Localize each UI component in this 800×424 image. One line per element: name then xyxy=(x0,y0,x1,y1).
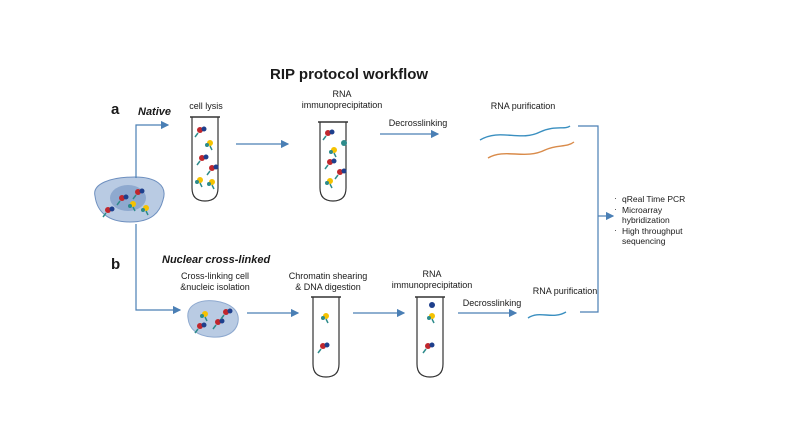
section-b-name: Nuclear cross-linked xyxy=(162,254,271,266)
diagram-title: RIP protocol workflow xyxy=(270,66,429,83)
branch-arrow-native xyxy=(135,120,170,178)
output-item: qReal Time PCR xyxy=(614,193,685,205)
rna-strand-blue xyxy=(479,125,571,141)
label-b-ip-line1: RNA xyxy=(422,269,442,279)
section-a-name: Native xyxy=(138,106,172,118)
section-b-letter: b xyxy=(111,256,121,273)
test-tube-lysis xyxy=(190,116,220,202)
label-b-crosslinking-line2: &nucleic isolation xyxy=(180,282,250,292)
branch-arrow-crosslinked xyxy=(135,224,182,315)
label-b-shearing-line1: Chromatin shearing xyxy=(288,271,368,281)
test-tube-shearing xyxy=(311,296,341,378)
label-a-ip-line1: RNA xyxy=(332,89,352,99)
label-b-rna-purification: RNA purification xyxy=(532,286,598,296)
label-a-rna-purification: RNA purification xyxy=(490,101,556,111)
label-b-decrosslinking: Decrosslinking xyxy=(462,298,522,308)
test-tube-ip-b xyxy=(415,296,445,378)
label-b-crosslinking-line1: Cross-linking cell xyxy=(180,271,250,281)
rna-strand-orange xyxy=(487,141,575,159)
label-a-decrosslinking: Decrosslinking xyxy=(388,118,448,128)
test-tube-ip-a xyxy=(318,121,348,202)
rna-strand-b xyxy=(527,311,567,319)
cell-icon xyxy=(94,176,165,223)
merge-bracket xyxy=(578,125,599,313)
label-a-ip-line2: immunoprecipitation xyxy=(301,100,383,110)
nucleus-icon xyxy=(187,300,239,338)
label-cell-lysis: cell lysis xyxy=(189,101,223,111)
label-b-shearing-line2: & DNA digestion xyxy=(295,282,361,292)
label-b-ip-line2: immunoprecipitation xyxy=(391,280,473,290)
section-a-letter: a xyxy=(111,101,120,118)
